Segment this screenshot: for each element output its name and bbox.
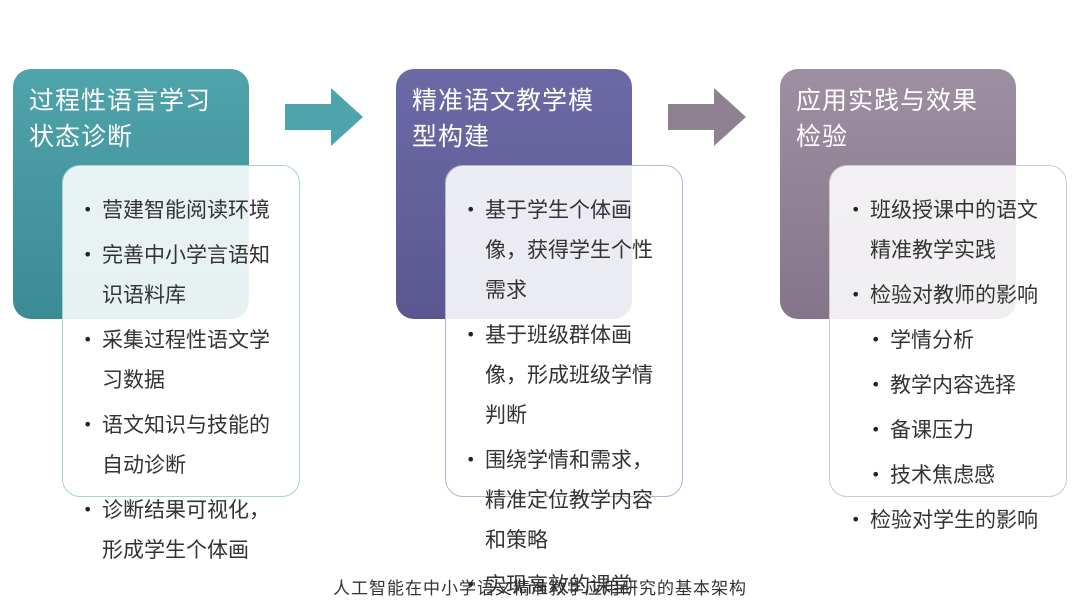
- list-item: 基于学生个体画像，获得学生个性需求: [463, 190, 663, 310]
- list-item: 诊断结果可视化，形成学生个体画: [80, 490, 280, 570]
- figure-caption: 人工智能在中小学语文精准教学应用研究的基本架构: [333, 579, 747, 599]
- list-item: 语文知识与技能的自动诊断: [80, 405, 280, 485]
- sub-list-item: 技术焦虑感: [848, 455, 1048, 495]
- list-item: 班级授课中的语文精准教学实践: [848, 190, 1048, 270]
- list-item: 检验对教师的影响: [848, 275, 1048, 315]
- column-1-list: 营建智能阅读环境 完善中小学言语知识语料库 采集过程性语文学习数据 语文知识与技…: [80, 190, 280, 575]
- arrow-right-icon: [668, 88, 746, 146]
- list-item: 围绕学情和需求，精准定位教学内容和策略: [463, 440, 663, 560]
- sub-list-item: 学情分析: [848, 320, 1048, 360]
- sub-list-item: 备课压力: [848, 410, 1048, 450]
- column-3-title: 应用实践与效果检验: [796, 86, 979, 151]
- list-item: 营建智能阅读环境: [80, 190, 280, 230]
- column-1-title: 过程性语言学习状态诊断: [29, 86, 212, 151]
- column-3-list: 班级授课中的语文精准教学实践 检验对教师的影响 学情分析 教学内容选择 备课压力…: [848, 190, 1048, 545]
- list-item: 检验对学生的影响: [848, 500, 1048, 540]
- arrow-right-icon: [285, 88, 363, 146]
- column-2-list: 基于学生个体画像，获得学生个性需求 基于班级群体画像，形成班级学情判断 围绕学情…: [463, 190, 663, 607]
- list-item: 基于班级群体画像，形成班级学情判断: [463, 315, 663, 435]
- list-item: 完善中小学言语知识语料库: [80, 235, 280, 315]
- list-item: 实现高效的课堂: [463, 565, 663, 605]
- list-item: 采集过程性语文学习数据: [80, 320, 280, 400]
- column-2-title: 精准语文教学模型构建: [412, 86, 595, 151]
- sub-list-item: 教学内容选择: [848, 365, 1048, 405]
